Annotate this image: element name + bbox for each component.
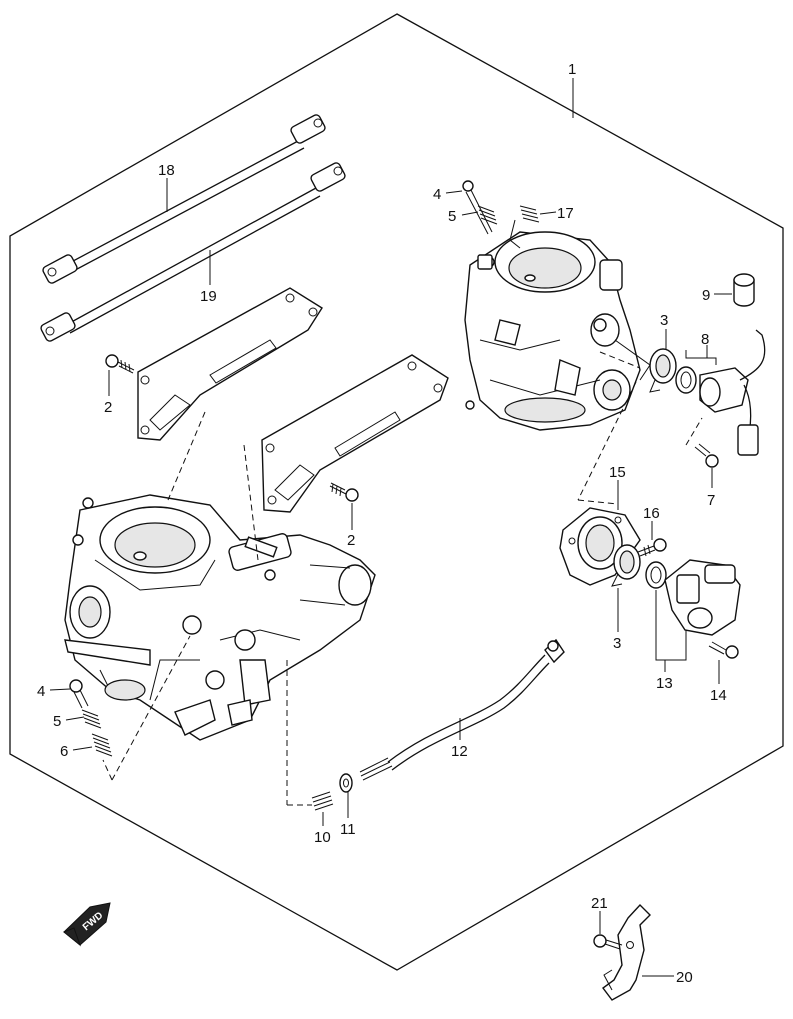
screw-2-upper <box>105 354 135 374</box>
sensor-13 <box>664 559 741 636</box>
callout-2-lower: 2 <box>347 532 355 549</box>
callout-8: 8 <box>701 331 709 348</box>
callout-17: 17 <box>557 205 574 222</box>
spring-5-lower <box>81 709 102 729</box>
screw-4-lower <box>69 679 89 709</box>
callout-15: 15 <box>609 464 626 481</box>
callout-4-lower: 4 <box>37 683 45 700</box>
leader-lines <box>49 78 732 977</box>
spring-17 <box>509 205 540 249</box>
callout-14: 14 <box>710 687 727 704</box>
screw-4-upper <box>462 180 493 235</box>
callout-2-upper: 2 <box>104 399 112 416</box>
o-ring-8 <box>675 366 697 394</box>
clamp-3-upper <box>649 348 677 393</box>
callout-10: 10 <box>314 829 331 846</box>
bracket-2-lower <box>261 354 449 513</box>
washer-11 <box>339 773 353 793</box>
screw-16 <box>637 538 667 557</box>
o-ring-13 <box>645 561 667 589</box>
bracket-2-upper <box>137 287 323 441</box>
cap-9 <box>733 273 755 307</box>
clip-20 <box>602 903 651 1001</box>
rod-18 <box>42 114 326 284</box>
callout-16: 16 <box>643 505 660 522</box>
throttle-body-secondary <box>464 231 651 431</box>
clamp-3-lower <box>611 544 641 587</box>
callout-6: 6 <box>60 743 68 760</box>
spring-6 <box>91 733 113 757</box>
callout-12: 12 <box>451 743 468 760</box>
callout-11: 11 <box>340 821 356 838</box>
screw-2-lower <box>329 482 359 502</box>
screw-7 <box>694 443 719 468</box>
callout-3-lower: 3 <box>613 635 621 652</box>
callout-4-upper: 4 <box>433 186 441 203</box>
spring-5-upper <box>477 205 498 225</box>
callout-1: 1 <box>568 61 576 78</box>
throttle-body-main <box>64 494 376 741</box>
spring-10 <box>311 791 334 811</box>
callout-5-upper: 5 <box>448 208 456 225</box>
callout-18: 18 <box>158 162 175 179</box>
callout-labels: 1 18 19 2 2 4 5 17 9 8 3 7 15 16 3 13 14… <box>37 61 727 986</box>
callout-7: 7 <box>707 492 715 509</box>
callout-19: 19 <box>200 288 217 305</box>
callout-21: 21 <box>591 895 608 912</box>
callout-9: 9 <box>702 287 710 304</box>
callout-20: 20 <box>676 969 693 986</box>
callout-5-lower: 5 <box>53 713 61 730</box>
assembly-outline <box>9 13 784 971</box>
screw-21 <box>593 934 623 950</box>
callout-3-upper: 3 <box>660 312 668 329</box>
callout-13: 13 <box>656 675 673 692</box>
cable-12 <box>359 638 565 781</box>
rod-19 <box>40 162 346 342</box>
screw-14 <box>708 641 739 659</box>
sensor-8 <box>699 329 766 456</box>
fwd-arrow-icon: FWD <box>63 902 111 947</box>
